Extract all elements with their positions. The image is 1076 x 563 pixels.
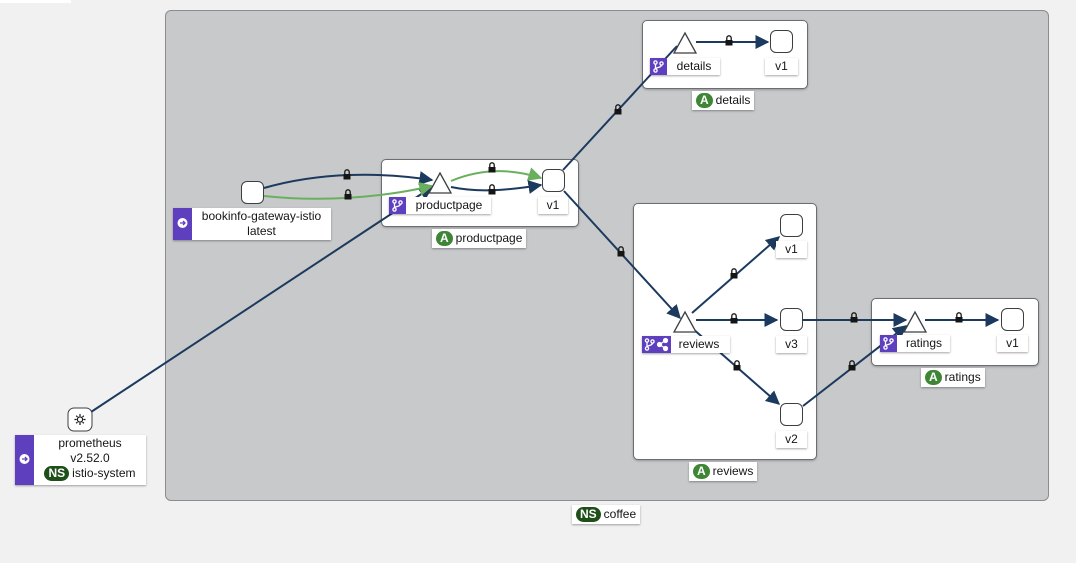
workload-label-reviews-v3: v3 <box>776 336 807 353</box>
workload-node-gateway[interactable] <box>241 181 264 204</box>
workload-node-reviews-v3[interactable] <box>780 308 803 331</box>
app-badge: A <box>693 464 710 479</box>
namespace-badge: NS <box>576 507 601 522</box>
arrow-circle-right-icon <box>173 208 192 240</box>
workload-label-reviews-v2: v2 <box>776 431 807 448</box>
service-node-productpage[interactable] <box>427 171 453 194</box>
app-badge: A <box>925 370 942 385</box>
share-nodes-icon <box>656 337 669 352</box>
service-name: productpage <box>415 198 483 212</box>
namespace-name: istio-system <box>72 466 136 480</box>
gateway-name: bookinfo-gateway-istio <box>201 209 322 223</box>
service-node-reviews[interactable] <box>672 310 698 333</box>
app-name: productpage <box>455 231 523 245</box>
namespace-name: coffee <box>603 507 637 521</box>
app-badge: A <box>696 93 713 108</box>
workload-label-productpage-v1: v1 <box>538 197 568 214</box>
service-label-ratings: ratings <box>880 335 950 352</box>
service-name: ratings <box>905 336 943 350</box>
prometheus-node[interactable] <box>67 407 93 432</box>
top-bar <box>0 0 71 3</box>
code-branch-icon <box>650 58 667 75</box>
workload-label-ratings-v1: v1 <box>997 335 1028 352</box>
service-label-details: details <box>650 58 720 75</box>
namespace-badge: NS <box>44 466 70 481</box>
prometheus-version: v2.52.0 <box>70 451 110 465</box>
gateway-label: bookinfo-gateway-istio latest <box>173 208 331 240</box>
arrow-circle-right-icon <box>15 435 34 485</box>
gateway-version: latest <box>247 224 276 238</box>
namespace-box-coffee[interactable] <box>165 10 1049 501</box>
workload-label-details-v1: v1 <box>765 58 798 75</box>
code-branch-icon <box>644 338 655 351</box>
app-name: ratings <box>944 370 981 384</box>
workload-node-productpage-v1[interactable] <box>542 169 565 192</box>
code-branch-icon <box>880 335 897 352</box>
service-name: reviews <box>678 337 720 351</box>
service-node-details[interactable] <box>672 31 698 54</box>
edge-productpage-v1-ok[interactable] <box>450 167 543 182</box>
workload-node-details-v1[interactable] <box>770 30 793 53</box>
app-name: details <box>715 93 751 107</box>
edge-prometheus-productpage[interactable] <box>90 186 434 413</box>
service-node-ratings[interactable] <box>902 310 928 333</box>
edge-productpage-svc-v1[interactable] <box>450 180 543 194</box>
app-badge: A <box>436 231 453 246</box>
service-label-productpage: productpage <box>389 197 491 214</box>
cog-icon <box>74 414 86 425</box>
workload-node-reviews-v2[interactable] <box>780 403 803 426</box>
workload-node-ratings-v1[interactable] <box>1001 308 1024 331</box>
prometheus-name: prometheus <box>58 436 122 450</box>
workload-node-reviews-v1[interactable] <box>780 214 803 237</box>
app-name: reviews <box>712 464 754 478</box>
workload-label-reviews-v1: v1 <box>776 241 807 258</box>
code-branch-icon <box>389 197 406 214</box>
service-name: details <box>676 59 712 73</box>
service-label-reviews: reviews <box>642 336 730 353</box>
